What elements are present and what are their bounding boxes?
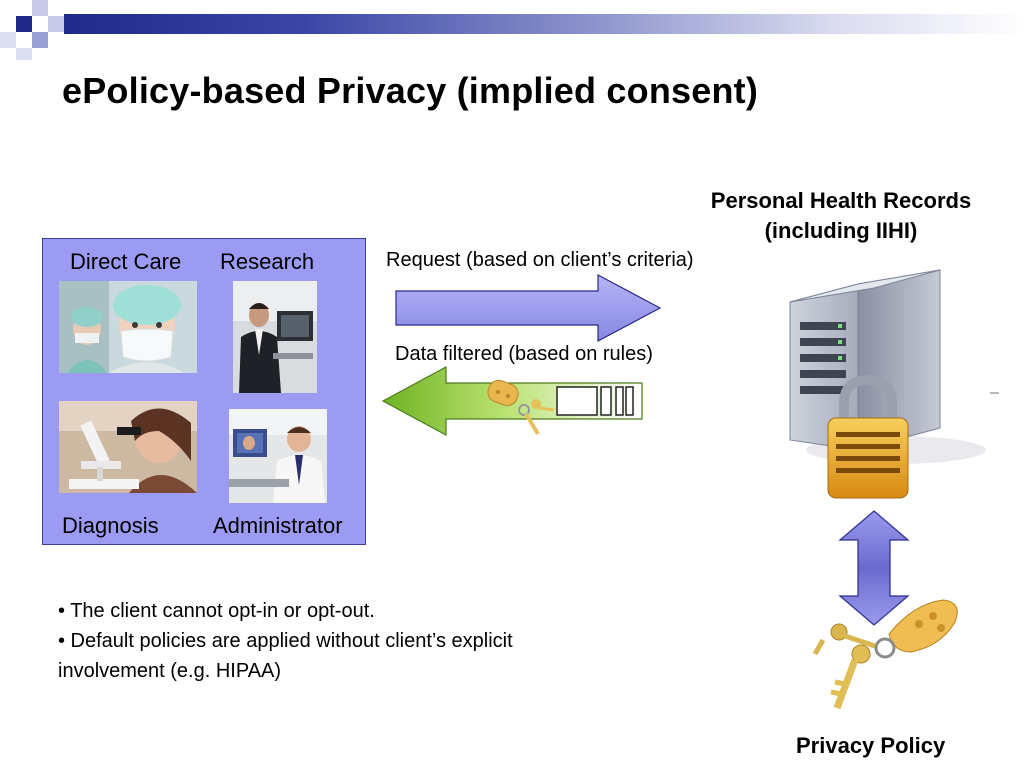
bullet-item: • The client cannot opt-in or opt-out.	[58, 600, 375, 622]
role-research: Research	[220, 249, 315, 274]
bullet-item: • Default policies are applied without c…	[58, 630, 513, 682]
photo-research	[233, 281, 317, 393]
photo-administrator	[229, 409, 327, 503]
double-arrow	[838, 510, 910, 626]
clients-panel: Direct Care Research Diagnosis Administr…	[42, 238, 366, 545]
role-direct-care: Direct Care	[70, 249, 182, 274]
keys-icon	[487, 379, 555, 436]
server-title-line1: Personal Health Records	[710, 188, 972, 213]
role-administrator: Administrator	[213, 513, 343, 538]
server-shadow-mark	[990, 392, 999, 394]
bullet-list: • The client cannot opt-in or opt-out. •…	[58, 596, 578, 686]
role-diagnosis: Diagnosis	[62, 513, 159, 538]
placeholder-glyphs	[556, 386, 634, 416]
server-title-line2: (including IIHI)	[764, 218, 918, 243]
slide-title: ePolicy-based Privacy (implied consent)	[62, 70, 759, 111]
header-gradient-bar	[64, 14, 1024, 34]
photo-direct-care	[59, 281, 197, 373]
decorative-squares	[0, 0, 80, 60]
key-fob-icon	[812, 599, 958, 710]
request-arrow	[395, 274, 662, 342]
server-icon	[789, 269, 986, 499]
padlock-icon	[827, 374, 909, 499]
server-title: Personal Health Records (including IIHI)	[676, 186, 1006, 246]
privacy-policy-label: Privacy Policy	[796, 733, 946, 758]
request-label: Request (based on client’s criteria)	[386, 249, 694, 271]
response-label: Data filtered (based on rules)	[395, 343, 653, 365]
photo-diagnosis	[59, 401, 197, 493]
